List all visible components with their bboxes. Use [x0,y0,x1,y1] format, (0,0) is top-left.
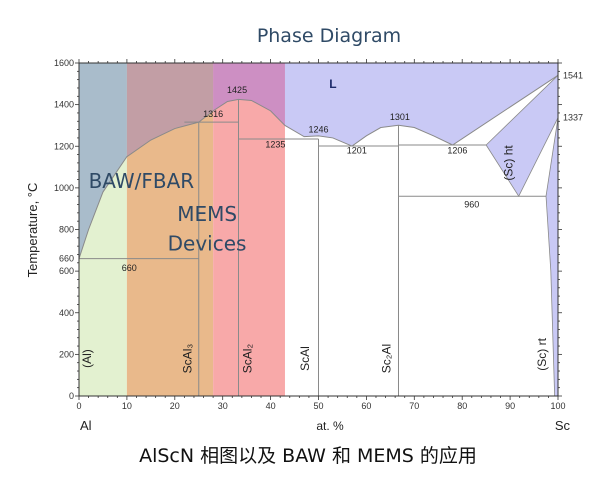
phase-label: (Sc) rt [535,337,549,370]
y-tick-label: 1000 [54,183,74,193]
y-tick-label: 800 [59,225,74,235]
temperature-label: 1301 [390,112,410,122]
right-axis-label: 1337 [563,113,583,123]
x-tick-label: 60 [361,401,371,411]
y-tick-label: 1600 [54,58,74,68]
x-tick-label: 80 [457,401,467,411]
temperature-label: 960 [464,200,479,210]
temperature-label: 1201 [347,146,367,156]
temperature-label: 1316 [203,109,223,119]
phase-label: Sc₂Al [379,344,393,373]
application-annotation: BAW/FBAR [89,169,195,193]
x-tick-label: 10 [122,401,132,411]
liquidus-line [78,74,559,259]
x-tick-label: 50 [313,401,323,411]
y-tick-label: 660 [59,254,74,264]
y-tick-label: 400 [59,308,74,318]
x-tick-label: 0 [76,401,81,411]
phase-label: ScAl₂ [240,344,254,374]
band-2-solid [213,63,285,396]
labels: 1425 1316 1235 1246 1301 1201 1206 960 660 L (Al) S… [80,77,549,373]
caption: AlScN 相图以及 BAW 和 MEMS 的应用 [139,445,477,467]
y-tick-label: 600 [59,266,74,276]
temperature-label: 1246 [308,125,328,135]
y-tick-label: 0 [69,391,74,401]
temperature-label: 660 [122,263,137,273]
liquid-region [284,63,558,147]
x-tick-label: 100 [550,401,565,411]
right-axis-label: 1541 [563,70,583,80]
x-axis-right-label: Sc [555,418,571,433]
x-tick-label: 40 [266,401,276,411]
x-axis-label: at. % [316,419,344,433]
y-axis-label: Temperature, °C [25,183,40,278]
y-tick-label: 1200 [54,141,74,151]
phase-label: ScAl [298,346,312,371]
application-annotation: Devices [168,231,247,255]
y-tick-label: 200 [59,349,74,359]
application-annotation: MEMS [177,202,237,226]
x-tick-label: 20 [170,401,180,411]
temperature-label: 1425 [227,85,247,95]
chart-title: Phase Diagram [257,25,401,47]
y-tick-label: 1400 [54,100,74,110]
phase-label: (Sc) ht [501,145,515,181]
x-tick-label: 30 [218,401,228,411]
phase-label: (Al) [80,349,94,368]
x-tick-label: 70 [409,401,419,411]
phase-label: L [329,77,336,91]
temperature-label: 1206 [447,146,467,156]
x-tick-label: 90 [505,401,515,411]
plot-frame [78,62,559,397]
x-axis-left-label: Al [80,418,92,433]
phase-label: ScAl₃ [181,344,195,374]
temperature-label: 1235 [265,139,285,149]
phase-boundaries [79,99,547,396]
